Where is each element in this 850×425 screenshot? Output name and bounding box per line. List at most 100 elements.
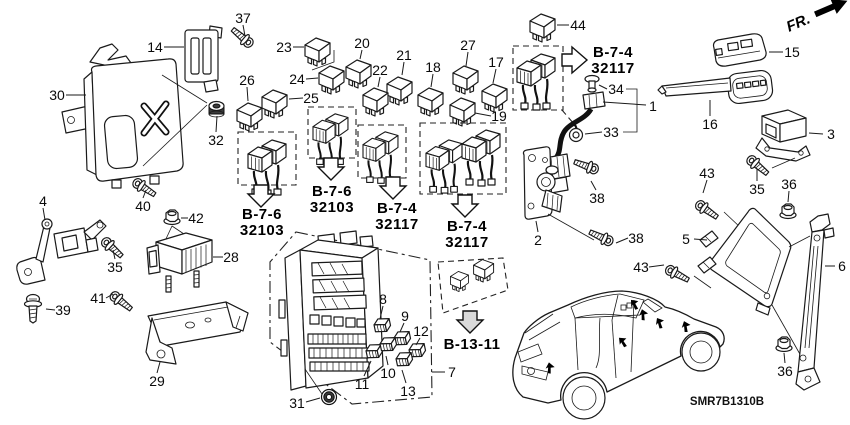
callout-11-10: 11 xyxy=(355,376,370,392)
part-28-relay-unit xyxy=(146,232,213,293)
part-5-engine-control-module xyxy=(697,207,811,357)
callout-39-41: 39 xyxy=(55,302,71,318)
leader-line-36-36 xyxy=(787,190,790,203)
leader-line-11-10 xyxy=(363,360,372,377)
callout-40-42: 40 xyxy=(135,198,151,214)
part-19-relay-icon xyxy=(449,97,476,127)
part-43-bolt-icon xyxy=(662,262,692,287)
ref-label-4-line-0: B-7-4 xyxy=(593,44,633,61)
callout-19-18: 19 xyxy=(491,108,507,124)
callout-8-7: 8 xyxy=(379,291,387,307)
part-15-key-fob xyxy=(712,33,767,67)
leader-line-37-38 xyxy=(242,24,246,37)
callout-43-45: 43 xyxy=(699,165,715,181)
leader-line-24-23 xyxy=(305,77,319,80)
part-7-fuse-box-region xyxy=(269,230,433,406)
callout-9-8: 9 xyxy=(401,308,409,324)
callout-16-15: 16 xyxy=(702,116,718,132)
ref-box-b74-32117-b xyxy=(419,122,507,218)
ref-label-1-line-1: 32103 xyxy=(310,199,354,216)
part-13-fuse-icon xyxy=(394,350,415,369)
callout-32-31: 32 xyxy=(208,132,224,148)
relay-icon xyxy=(450,271,469,293)
mount-line xyxy=(771,157,796,169)
part-20-relay-icon xyxy=(345,59,372,89)
callout-2-1: 2 xyxy=(534,232,542,248)
leader-line-9-8 xyxy=(399,322,405,333)
callout-17-16: 17 xyxy=(488,54,504,70)
callout-12-11: 12 xyxy=(413,323,429,339)
relay-icon xyxy=(473,259,495,283)
leader-line-21-20 xyxy=(401,61,405,76)
leader-line-38-39 xyxy=(590,180,597,191)
part-25-relay-icon xyxy=(261,89,288,119)
fr-arrow-icon xyxy=(814,0,848,18)
part-38-bolt-icon xyxy=(586,225,616,249)
leader-line-43-45 xyxy=(702,179,708,194)
callout-38-40: 38 xyxy=(628,230,644,246)
leader-line-32-31 xyxy=(215,115,218,133)
fr-label: FR. xyxy=(784,11,813,36)
callout-6-5: 6 xyxy=(838,258,846,274)
leader-line-29-28 xyxy=(156,361,161,374)
leader-line-20-19 xyxy=(359,49,363,60)
leader-line-18-17 xyxy=(430,73,434,88)
part-32-nut-icon xyxy=(208,100,225,118)
callout-37-38: 37 xyxy=(235,10,251,26)
down-arrow-icon xyxy=(451,194,479,218)
part-26-relay-icon xyxy=(236,102,263,132)
car-silhouette xyxy=(512,290,725,420)
leader-line-25-24 xyxy=(288,97,304,100)
part-29-bracket xyxy=(145,301,249,365)
part-27-relay-icon xyxy=(452,65,479,95)
leader-line-34-33 xyxy=(598,84,608,90)
leader-line-17-16 xyxy=(492,68,497,84)
part-18-relay-icon xyxy=(417,87,444,117)
leader-line-1-0 xyxy=(602,101,647,106)
leader-line-12-11 xyxy=(415,337,421,346)
callout-20-19: 20 xyxy=(354,35,370,51)
part-36-nut-icon xyxy=(775,336,793,353)
leader-line-35-34 xyxy=(112,249,116,260)
fuse-box xyxy=(278,230,384,391)
callout-4-3: 4 xyxy=(39,193,47,209)
part-24-relay-icon xyxy=(318,65,345,95)
leader-line-4-3 xyxy=(42,207,46,221)
mount-line xyxy=(693,275,712,289)
ref-label-1-line-0: B-7-6 xyxy=(312,183,352,200)
callout-7-6: 7 xyxy=(448,364,456,380)
callout-27-26: 27 xyxy=(460,37,476,53)
ref-label-3-line-0: B-7-4 xyxy=(447,218,487,235)
part-44-relay-icon xyxy=(529,13,556,43)
down-arrow-icon xyxy=(456,310,484,334)
leader-line-36-37 xyxy=(783,352,786,364)
part-37-bolt-icon xyxy=(228,23,257,51)
part-30-cover-box xyxy=(61,43,208,189)
part-38-bolt-icon xyxy=(571,155,601,177)
ref-label-5-line-0: B-13-11 xyxy=(444,336,501,353)
callout-5-4: 5 xyxy=(682,231,690,247)
callout-29-28: 29 xyxy=(149,373,165,389)
callout-34-33: 34 xyxy=(608,81,624,97)
leader-line-10-9 xyxy=(385,355,389,366)
callout-35-34: 35 xyxy=(107,259,123,275)
ref-label-4-line-1: 32117 xyxy=(591,60,634,77)
callout-38-39: 38 xyxy=(589,190,605,206)
leader-line-33-32 xyxy=(584,131,603,135)
part-42-nut-icon xyxy=(163,209,181,226)
leader-line-39-41 xyxy=(45,308,56,311)
callout-1-0: 1 xyxy=(649,98,657,114)
part-4-sensor-assembly xyxy=(16,218,107,285)
leader-line-22-21 xyxy=(377,76,381,88)
ref-box-b74-32117-top xyxy=(512,45,588,125)
leader-line-19-18 xyxy=(474,112,492,117)
part-39-screw-icon xyxy=(23,293,43,324)
part-1-sub-harness xyxy=(544,74,638,194)
connector-icon xyxy=(515,52,557,112)
callout-25-24: 25 xyxy=(303,90,319,106)
callout-35-35: 35 xyxy=(749,181,765,197)
ref-box-b76-32103-a xyxy=(237,131,297,208)
part-16-key xyxy=(657,69,774,105)
part-3-control-unit xyxy=(755,109,811,162)
